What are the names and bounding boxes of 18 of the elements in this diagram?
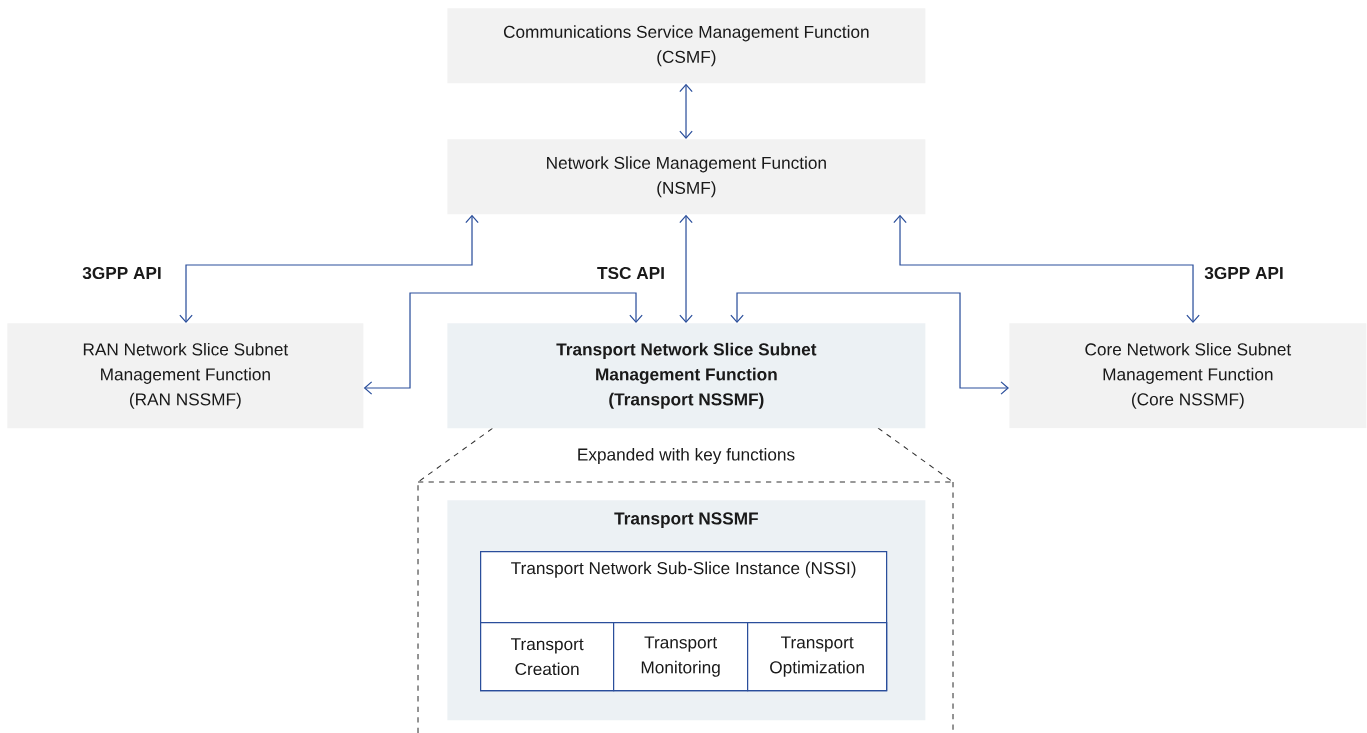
connector-arrow: [179, 214, 479, 323]
caption-text: Expanded with key functions: [578, 447, 795, 465]
function-box: Core Network Slice Subnet Management Function (Core NSSMF): [1009, 323, 1367, 429]
function-cell: Transport Monitoring: [613, 622, 749, 692]
function-cell: Transport Optimization: [747, 622, 888, 692]
connector-arrow: [893, 214, 1200, 323]
connector-arrow: [363, 292, 643, 395]
edge-label: TSC API: [595, 265, 667, 281]
connector-arrow: [730, 292, 1009, 395]
edge-label: 3GPP API: [1202, 265, 1286, 281]
edge-label: 3GPP API: [80, 265, 164, 281]
function-box: Transport Network Slice Subnet Management Function (Transport NSSMF): [447, 323, 926, 429]
connector-arrow: [679, 214, 693, 323]
function-box: Network Slice Management Function (NSMF): [447, 139, 926, 215]
function-box: Communications Service Management Function (CSMF): [447, 8, 926, 84]
connector-arrow: [679, 83, 693, 139]
function-box: RAN Network Slice Subnet Management Function (RAN NSSMF): [7, 323, 364, 429]
function-cell: Transport Creation: [480, 622, 615, 692]
